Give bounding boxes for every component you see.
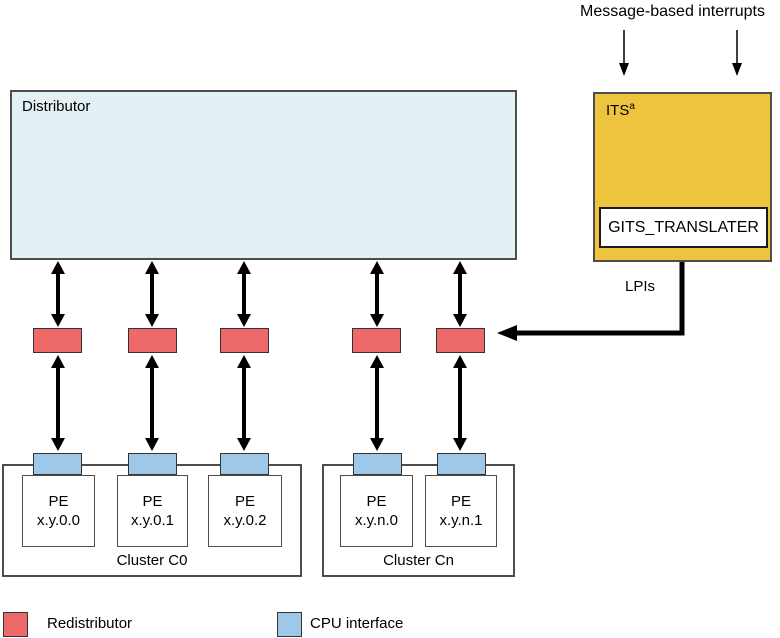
pe-id: x.y.0.1: [130, 512, 175, 529]
redistributor-cpu-arrow: [51, 355, 65, 451]
distributor-label: Distributor: [22, 98, 91, 115]
pe-name: PE: [366, 493, 387, 510]
gits-translater-box: GITS_TRANSLATER: [599, 207, 768, 248]
its-footnote-marker: a: [629, 101, 635, 112]
pe-name: PE: [450, 493, 471, 510]
message-interrupt-arrow: [619, 30, 629, 76]
message-interrupts-label: Message-based interrupts: [580, 3, 765, 20]
redistributor-legend-label: Redistributor: [47, 615, 133, 632]
pe-box: PE x.y.n.0: [340, 475, 413, 547]
distributor-redistributor-arrow: [145, 261, 159, 327]
redistributor-box: [352, 328, 401, 353]
cpu-interface-box: [353, 453, 402, 475]
gits-translater-label: GITS_TRANSLATER: [608, 218, 759, 236]
redistributor-legend-swatch: [3, 612, 28, 637]
cpu-interface-legend-swatch: [277, 612, 302, 637]
distributor-box: Distributor: [10, 90, 517, 260]
distributor-redistributor-arrow: [370, 261, 384, 327]
redistributor-cpu-arrow: [145, 355, 159, 451]
distributor-redistributor-arrow: [453, 261, 467, 327]
redistributor-box: [220, 328, 269, 353]
distributor-redistributor-arrow: [237, 261, 251, 327]
pe-box: PE x.y.n.1: [425, 475, 497, 547]
redistributor-cpu-arrow: [370, 355, 384, 451]
cpu-interface-box: [128, 453, 177, 475]
cpu-interface-box: [437, 453, 486, 475]
redistributor-cpu-arrow: [237, 355, 251, 451]
lpis-label: LPIs: [625, 278, 656, 295]
redistributor-cpu-arrow: [453, 355, 467, 451]
distributor-redistributor-arrow: [51, 261, 65, 327]
cluster-label: Cluster C0: [116, 552, 188, 569]
cpu-interface-box: [220, 453, 269, 475]
cpu-interface-box: [33, 453, 82, 475]
pe-id: x.y.n.0: [354, 512, 399, 529]
redistributor-box: [128, 328, 177, 353]
pe-id: x.y.n.1: [439, 512, 483, 529]
cluster-label: Cluster Cn: [383, 552, 454, 569]
pe-id: x.y.0.2: [223, 512, 267, 529]
its-lpi-arrow: [497, 262, 685, 341]
pe-name: PE: [142, 493, 163, 510]
pe-box: PE x.y.0.0: [22, 475, 95, 547]
redistributor-box: [436, 328, 485, 353]
pe-box: PE x.y.0.2: [208, 475, 282, 547]
message-interrupt-arrow: [732, 30, 742, 76]
pe-box: PE x.y.0.1: [117, 475, 188, 547]
its-label: ITSa: [606, 101, 635, 119]
pe-name: PE: [48, 493, 69, 510]
pe-name: PE: [234, 493, 255, 510]
cpu-interface-legend-label: CPU interface: [310, 615, 404, 632]
pe-id: x.y.0.0: [36, 512, 81, 529]
redistributor-box: [33, 328, 82, 353]
